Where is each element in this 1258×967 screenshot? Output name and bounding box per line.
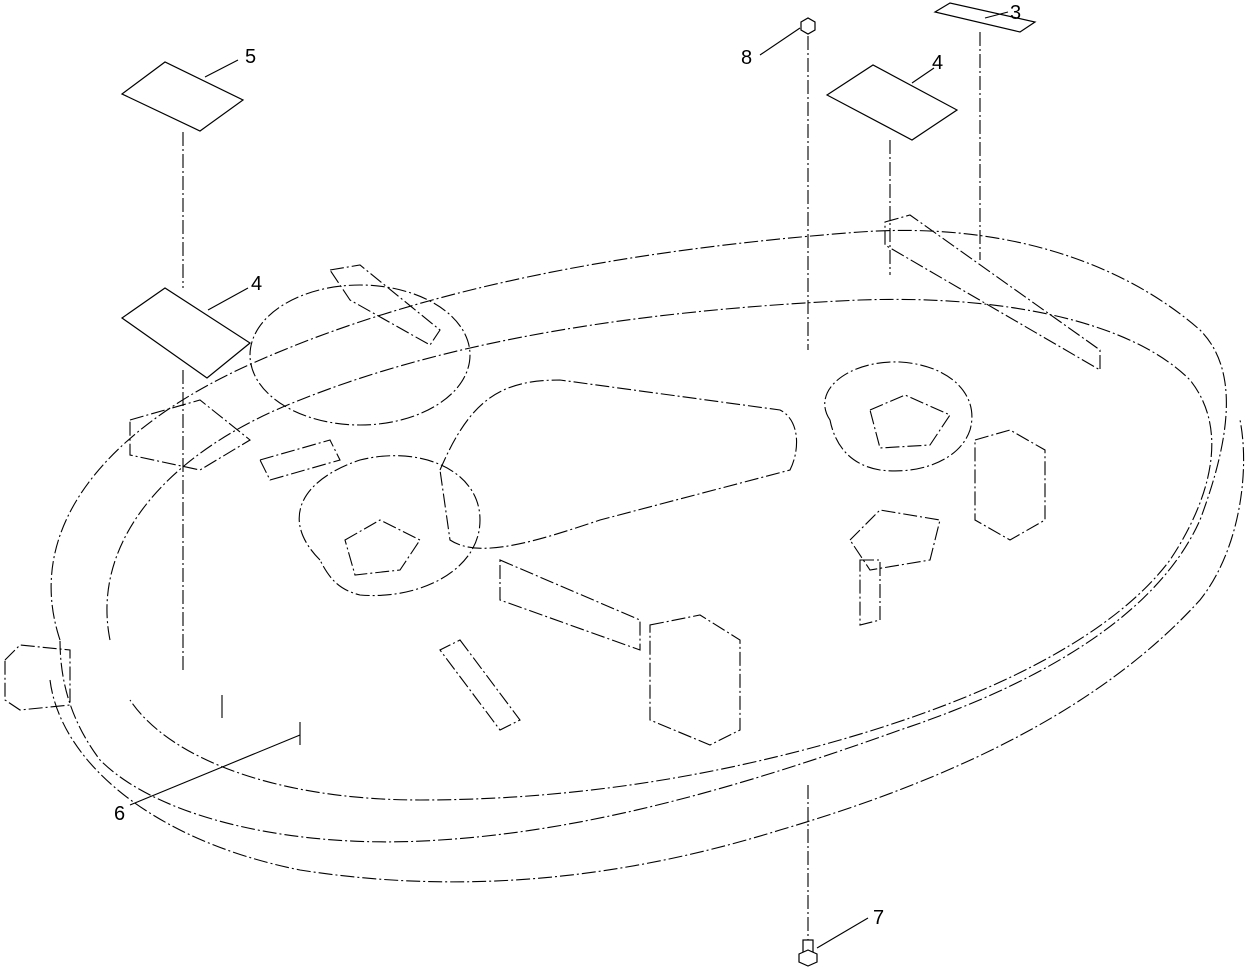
top-bracket-right [884, 214, 1101, 371]
nut-8 [800, 17, 816, 35]
callout-8: 8 [741, 47, 753, 69]
right-spindle [824, 361, 973, 472]
right-blade-cover [869, 394, 951, 449]
deck-outline [50, 229, 1227, 843]
bracket-center [649, 614, 741, 746]
left-spindle-housing [249, 284, 471, 426]
bracket-right-mid [849, 509, 941, 571]
side-bracket [4, 644, 71, 711]
center-frame [439, 379, 798, 549]
callout-3: 3 [1010, 2, 1022, 24]
callout-5: 5 [245, 46, 257, 68]
decal-5 [120, 61, 245, 132]
callout-6: 6 [114, 803, 126, 825]
decal-4-left [120, 287, 252, 379]
left-blade-cover [344, 519, 421, 576]
frame-arm-3 [259, 439, 341, 481]
top-bracket-left [329, 264, 441, 346]
deck-inner-rim [106, 298, 1213, 801]
callout-7: 7 [873, 907, 885, 929]
callout-4-right: 4 [932, 52, 944, 74]
bracket-right [974, 429, 1046, 541]
deck-lower-rim [49, 419, 1245, 883]
frame-arm-2 [439, 639, 521, 731]
callout-4-left: 4 [251, 273, 263, 295]
left-spindle [298, 455, 481, 597]
left-decal-recess [129, 399, 251, 471]
pins-6 [221, 695, 301, 745]
bolt-7 [798, 939, 818, 967]
slot-arm [859, 559, 881, 626]
frame-arm-1 [499, 559, 641, 651]
decal-4-right [825, 64, 959, 141]
